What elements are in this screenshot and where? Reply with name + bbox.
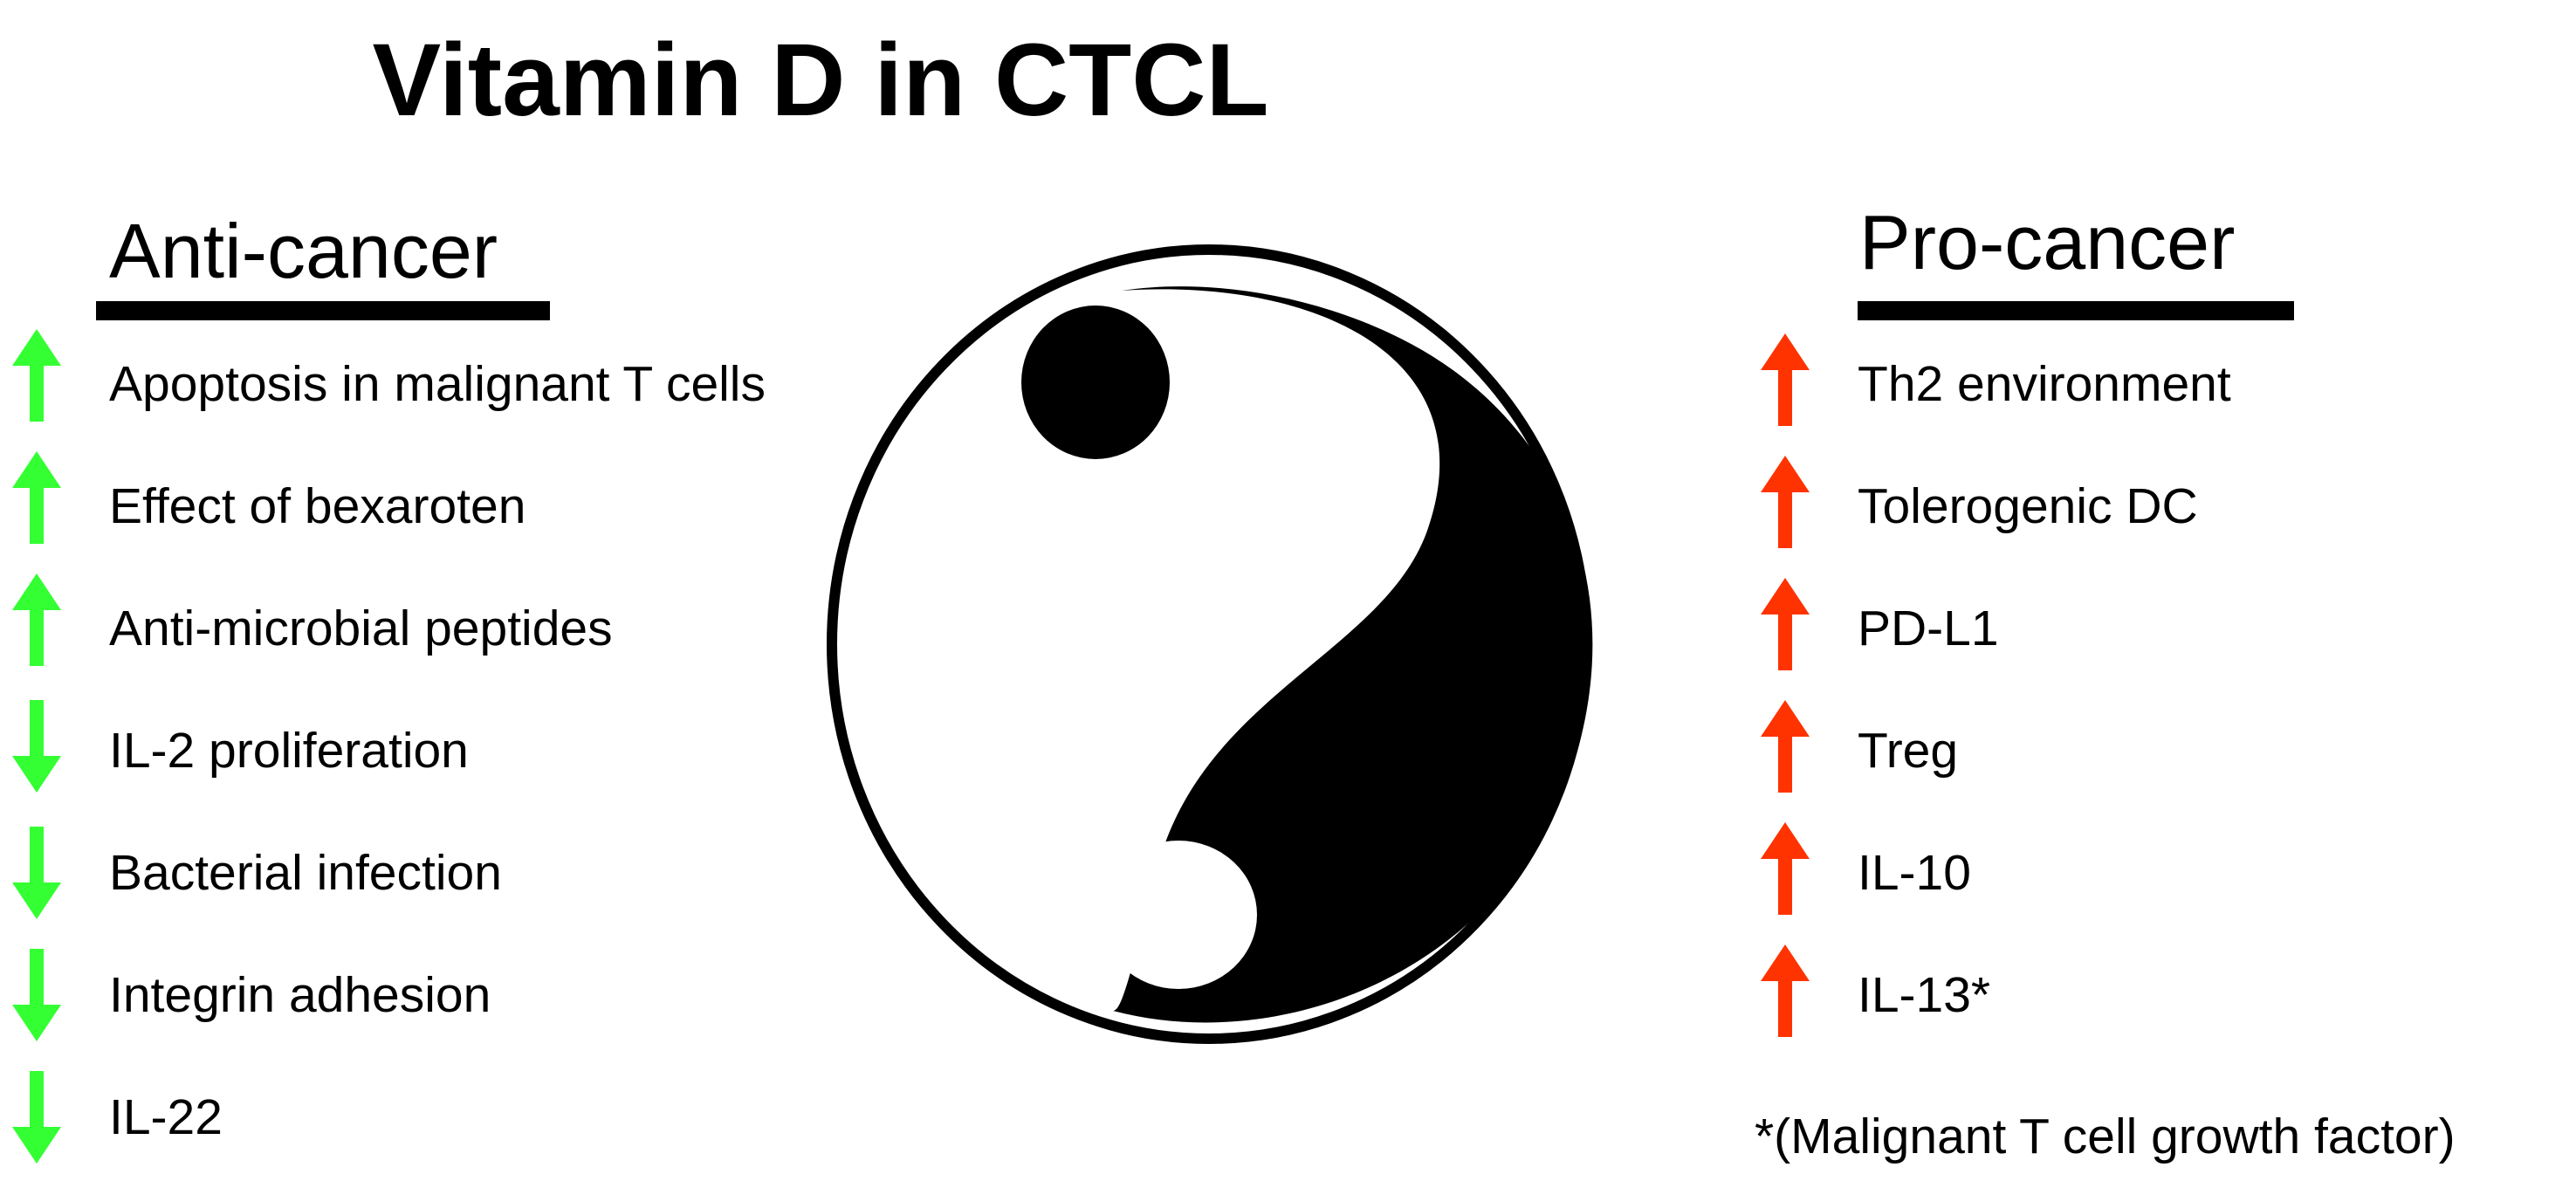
pro-cancer-item: Tolerogenic DC [1858, 478, 2198, 534]
pro-cancer-item: IL-10 [1858, 845, 1971, 901]
up-arrow-icon [1761, 944, 1810, 1037]
yin-yang-icon [827, 244, 1593, 1044]
footnote: *(Malignant T cell growth factor) [1755, 1109, 2456, 1164]
down-arrow-icon [12, 949, 61, 1041]
anti-cancer-heading: Anti-cancer [109, 208, 498, 294]
anti-cancer-item: Effect of bexaroten [109, 478, 526, 534]
up-arrow-icon [12, 451, 61, 544]
up-arrow-icon [1761, 578, 1810, 670]
down-arrow-icon [12, 827, 61, 919]
anti-cancer-item: Anti-microbial peptides [109, 601, 613, 656]
diagram-title: Vitamin D in CTCL [372, 23, 1269, 138]
anti-cancer-item: Bacterial infection [109, 845, 502, 901]
pro-cancer-item: Th2 environment [1858, 356, 2231, 412]
up-arrow-icon [12, 573, 61, 666]
anti-cancer-item: IL-22 [109, 1089, 223, 1145]
up-arrow-icon [1761, 700, 1810, 793]
pro-cancer-heading: Pro-cancer [1859, 199, 2236, 285]
up-arrow-icon [12, 329, 61, 422]
down-arrow-icon [12, 700, 61, 793]
up-arrow-icon [1761, 456, 1810, 548]
anti-cancer-underline [96, 301, 550, 320]
anti-cancer-item: IL-2 proliferation [109, 723, 469, 779]
pro-cancer-item: PD-L1 [1858, 601, 1999, 656]
anti-cancer-item: Apoptosis in malignant T cells [109, 356, 766, 412]
pro-cancer-underline [1858, 301, 2294, 320]
up-arrow-icon [1761, 822, 1810, 915]
down-arrow-icon [12, 1071, 61, 1164]
pro-cancer-item: Treg [1858, 723, 1959, 779]
anti-cancer-item: Integrin adhesion [109, 967, 491, 1023]
up-arrow-icon [1761, 333, 1810, 426]
pro-cancer-item: IL-13* [1858, 967, 1991, 1023]
